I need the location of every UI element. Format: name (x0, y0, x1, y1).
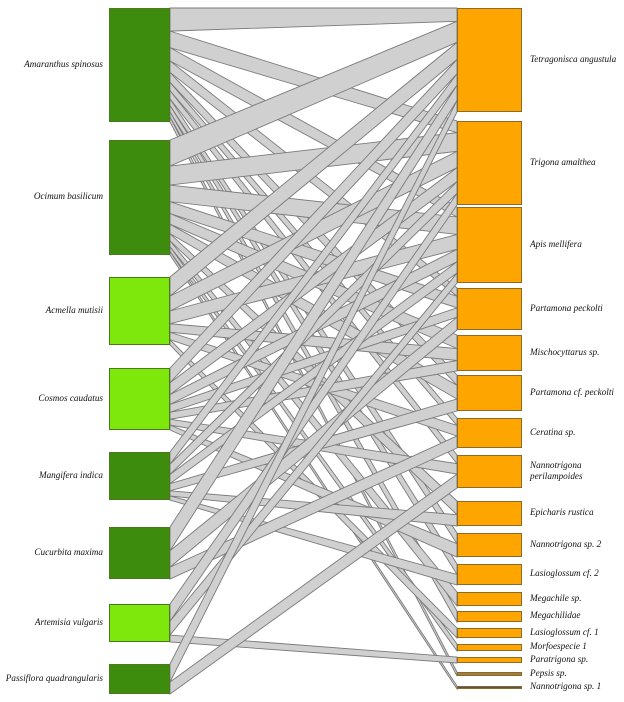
pollinator-node-box[interactable] (457, 628, 522, 638)
plant-node-box[interactable] (109, 277, 170, 345)
pollinator-node-box[interactable] (457, 501, 522, 526)
plant-node-box[interactable] (109, 664, 170, 694)
pollinator-node-label: Megachile sp. (530, 592, 582, 603)
pollinator-node-box[interactable] (457, 8, 522, 112)
pollinator-node-box[interactable] (457, 418, 522, 448)
interaction-link (169, 191, 458, 623)
pollinator-node-box[interactable] (457, 611, 522, 622)
pollinator-node-label: Trigona amalthea (530, 156, 596, 167)
pollinator-node-label: Apis mellifera (530, 238, 582, 249)
pollinator-node-label: Morfoespecie 1 (530, 641, 587, 651)
pollinator-node-label: Nannotrigona sp. 2 (530, 538, 602, 549)
plant-node-box[interactable] (109, 604, 170, 642)
pollinator-node-box[interactable] (457, 564, 522, 585)
interaction-link (169, 271, 458, 637)
pollinator-node-label: Mischocyttarus sp. (530, 346, 600, 357)
pollinator-node-box[interactable] (457, 207, 522, 283)
pollinator-node-label: Paratrigona sp. (530, 653, 589, 664)
pollinator-node-label: Nannotrigona sp. 1 (530, 681, 602, 691)
pollinator-node-box[interactable] (457, 455, 522, 488)
pollinator-node-label: Partamona cf. peckolti (530, 386, 614, 397)
plant-node-label: Passiflora quadrangularis (5, 672, 103, 683)
pollinator-node-label: Pepsis sp. (530, 667, 567, 678)
pollinator-node-label: Megachilidae (530, 610, 581, 620)
plant-node-box[interactable] (109, 8, 170, 122)
plant-node-label: Ocimum basilicum (33, 191, 103, 201)
pollinator-node-label: Partamona peckolti (530, 302, 603, 313)
pollinator-node-box[interactable] (457, 592, 522, 606)
plant-node-label: Amaranthus spinosus (24, 58, 103, 69)
plant-node-label: Acmella mutisii (45, 304, 103, 315)
pollinator-node-box[interactable] (457, 121, 522, 205)
pollinator-node-box[interactable] (457, 644, 522, 651)
plant-node-box[interactable] (109, 452, 170, 500)
plant-node-box[interactable] (109, 368, 170, 430)
pollinator-node-box[interactable] (457, 335, 522, 371)
pollinator-node-box[interactable] (457, 686, 522, 689)
interaction-link (169, 473, 458, 695)
pollinator-node-box[interactable] (457, 672, 522, 676)
plant-node-label: Mangifera indica (38, 469, 103, 480)
pollinator-node-label: Ceratina sp. (530, 426, 576, 437)
interaction-link (169, 7, 458, 32)
pollinator-node-label: Tetragonisca angustula (530, 53, 617, 64)
interaction-link (169, 424, 458, 558)
pollinator-node-box[interactable] (457, 657, 522, 663)
pollinator-node-label: Nannotrigona perilampoides (530, 459, 583, 481)
pollinator-node-box[interactable] (457, 375, 522, 411)
pollinator-node-label: Lasioglossum cf. 2 (530, 568, 599, 578)
interaction-link (169, 100, 458, 683)
pollinator-node-box[interactable] (457, 288, 522, 330)
pollinator-node-box[interactable] (457, 533, 522, 557)
plant-node-label: Cosmos caudatus (38, 392, 103, 403)
pollinator-node-label: Lasioglossum cf. 1 (530, 626, 599, 637)
plant-node-label: Artemisia vulgaris (34, 616, 103, 627)
plant-node-label: Cucurbita maxima (34, 546, 103, 557)
plant-node-box[interactable] (109, 527, 170, 579)
pollinator-node-label: Epicharis rustica (530, 507, 594, 517)
plant-node-box[interactable] (109, 140, 170, 255)
